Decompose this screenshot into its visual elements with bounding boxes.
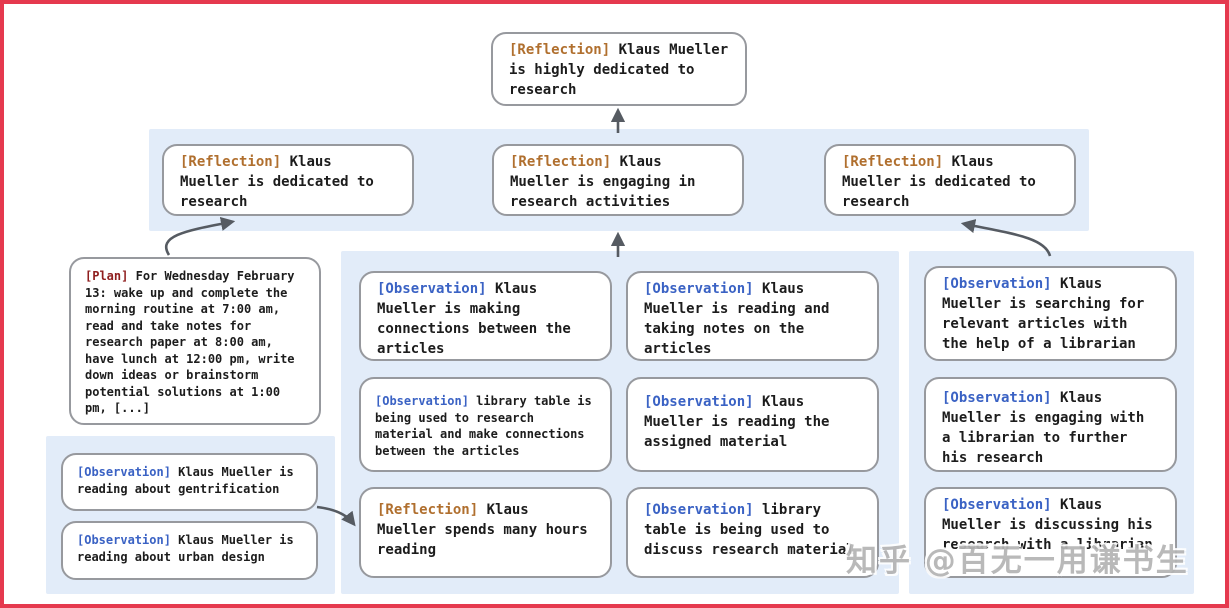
node-text: Klaus Mueller spends many hours reading	[377, 502, 588, 558]
root-reflection-node: [Reflection] Klaus Mueller is highly ded…	[491, 32, 747, 106]
observation-tag: [Observation]	[942, 276, 1052, 292]
observation-node-assigned-material: [Observation] Klaus Mueller is reading t…	[626, 377, 879, 472]
reflection-node-left: [Reflection] Klaus Mueller is dedicated …	[162, 144, 414, 216]
reflection-node-right: [Reflection] Klaus Mueller is dedicated …	[824, 144, 1076, 216]
observation-node-library-table-research: [Observation] library table is being use…	[359, 377, 612, 472]
node-text: library table is being used to research …	[375, 394, 592, 458]
observation-tag: [Observation]	[644, 281, 754, 297]
node-text: Klaus Mueller is reading about urban des…	[77, 533, 294, 564]
reflection-tag: [Reflection]	[510, 154, 612, 170]
observation-tag: [Observation]	[77, 465, 171, 479]
observation-node-searching-articles: [Observation] Klaus Mueller is searching…	[924, 266, 1177, 361]
node-text: library table is being used to discuss r…	[644, 502, 855, 558]
observation-node-gentrification: [Observation] Klaus Mueller is reading a…	[61, 453, 318, 511]
node-text: For Wednesday February 13: wake up and c…	[85, 269, 295, 416]
observation-tag: [Observation]	[644, 394, 754, 410]
node-text: Klaus Mueller is dedicated to research	[180, 154, 374, 210]
reflection-tag: [Reflection]	[180, 154, 282, 170]
observation-tag: [Observation]	[77, 533, 171, 547]
observation-node-taking-notes: [Observation] Klaus Mueller is reading a…	[626, 271, 879, 361]
observation-tag: [Observation]	[942, 390, 1052, 406]
zhihu-watermark: 知乎 @百无一用谦书生	[846, 543, 1189, 579]
node-text: Klaus Mueller is highly dedicated to res…	[509, 42, 729, 98]
observation-node-urban-design: [Observation] Klaus Mueller is reading a…	[61, 521, 318, 580]
observation-tag: [Observation]	[377, 281, 487, 297]
reflection-tag: [Reflection]	[377, 502, 479, 518]
observation-node-library-table-discuss: [Observation] library table is being use…	[626, 487, 879, 578]
node-text: Klaus Mueller is engaging with a librari…	[942, 390, 1145, 466]
plan-tag: [Plan]	[85, 269, 129, 283]
node-text: Klaus Mueller is reading about gentrific…	[77, 465, 294, 496]
observation-node-engaging-librarian: [Observation] Klaus Mueller is engaging …	[924, 377, 1177, 472]
reflection-node-middle: [Reflection] Klaus Mueller is engaging i…	[492, 144, 744, 216]
reflection-tag: [Reflection]	[842, 154, 944, 170]
observation-tag: [Observation]	[644, 502, 754, 518]
node-text: Klaus Mueller is making connections betw…	[377, 281, 571, 357]
node-text: Klaus Mueller is reading the assigned ma…	[644, 394, 830, 450]
observation-node-discussing-research: [Observation] Klaus Mueller is discussin…	[924, 487, 1177, 578]
observation-tag: [Observation]	[375, 394, 469, 408]
node-text: Klaus Mueller is dedicated to research	[842, 154, 1036, 210]
reflection-node-hours-reading: [Reflection] Klaus Mueller spends many h…	[359, 487, 612, 578]
reflection-tag: [Reflection]	[509, 42, 611, 58]
observation-tag: [Observation]	[942, 497, 1052, 513]
node-text: Klaus Mueller is engaging in research ac…	[510, 154, 696, 210]
node-text: Klaus Mueller is reading and taking note…	[644, 281, 830, 357]
node-text: Klaus Mueller is discussing his research…	[942, 497, 1153, 553]
plan-node: [Plan] For Wednesday February 13: wake u…	[69, 257, 321, 425]
node-text: Klaus Mueller is searching for relevant …	[942, 276, 1145, 352]
observation-node-making-connections: [Observation] Klaus Mueller is making co…	[359, 271, 612, 361]
